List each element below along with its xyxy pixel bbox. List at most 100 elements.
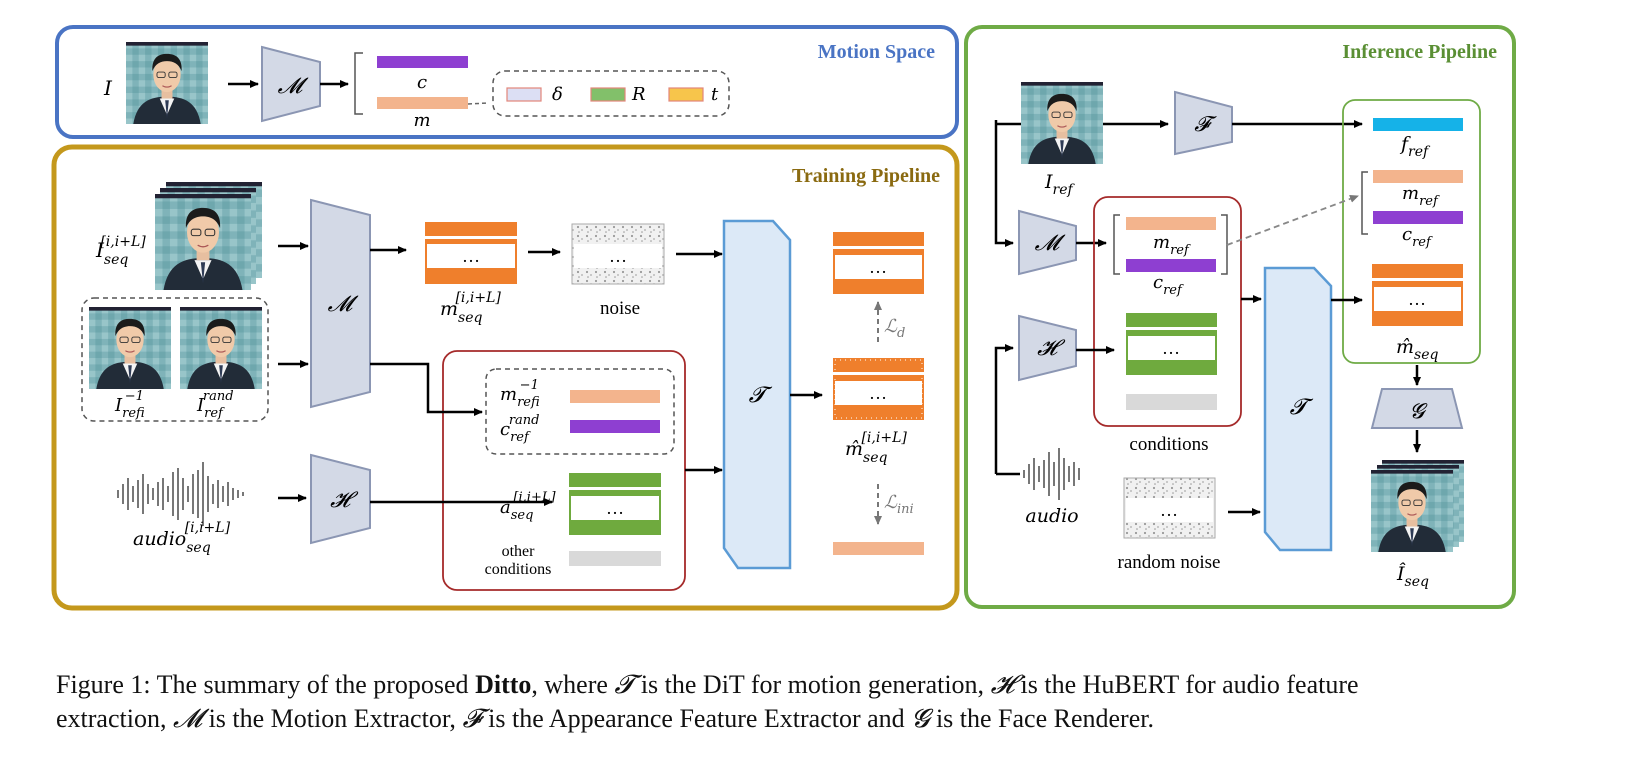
f-ref-bar (1373, 118, 1463, 131)
motion-space-border (55, 25, 959, 139)
r-label: R (631, 84, 646, 105)
m-ref-prev-label: mrefi−1 (500, 378, 540, 410)
m-seq-label: mseq[i,i+L] (440, 290, 501, 326)
bracket-motion-codes (354, 52, 363, 115)
inference-conditions-box (1093, 196, 1242, 427)
t-chip (668, 87, 704, 102)
audio-label: audio (1025, 505, 1078, 527)
motion-space-title: Motion Space (818, 41, 935, 63)
training-audio-waveform (117, 462, 244, 526)
m-label: m (413, 110, 430, 131)
caption-text-7: is the Face Renderer. (929, 704, 1154, 733)
ihat-seq-label: Îseq (1396, 562, 1429, 590)
random-noise-label: random noise (1118, 552, 1221, 573)
c-bar (377, 56, 468, 68)
arrow-ref-to-m-inference (994, 120, 1014, 247)
svg-text:…: … (1162, 338, 1180, 358)
inference-audio-feature-block: … (1126, 313, 1217, 375)
appearance-extractor-block (1174, 90, 1233, 156)
training-hubert-block (310, 453, 371, 545)
training-border (51, 144, 960, 611)
inference-hubert-block (1018, 314, 1077, 382)
cond-c-ref-label: cref (1153, 272, 1184, 298)
inference-ref-face (1021, 82, 1103, 164)
caption-symbol-t: 𝓣 (614, 670, 635, 700)
i-ref-rand-label: Irefrand (196, 389, 234, 421)
svg-text:…: … (1408, 289, 1426, 309)
c-ref-rand-label: crefrand (500, 413, 540, 445)
caption-symbol-h: 𝓗 (990, 670, 1015, 700)
other-conditions-bar (569, 551, 661, 566)
other-conditions-label-1: other (502, 543, 536, 560)
ref-motion-conditions-box (485, 368, 675, 455)
c-label: c (417, 72, 427, 93)
caption-text-6: is the Appearance Feature Extractor and (481, 704, 912, 733)
g-symbol: 𝓖 (1410, 399, 1428, 423)
bracket-inference-refs (1361, 171, 1368, 235)
inference-c-ref-label: cref (1402, 224, 1433, 250)
training-frame-stack (154, 182, 262, 290)
i-ref-label: Iref (1044, 171, 1075, 198)
cond-m-ref-bar (1126, 217, 1216, 230)
inference-m-ref-bar (1373, 170, 1463, 183)
caption-symbol-g: 𝓖 (911, 704, 930, 734)
loss-d-label: ℒd (884, 316, 905, 341)
svg-text:…: … (606, 498, 624, 518)
caption-text-2: is the DiT for motion generation, (634, 670, 991, 699)
motion-extractor-block (261, 45, 321, 123)
training-dit-block (722, 219, 792, 570)
c-ref-rand-bar (570, 420, 660, 433)
svg-text:…: … (869, 257, 887, 277)
training-motion-extractor (310, 198, 371, 409)
inference-title: Inference Pipeline (1342, 41, 1497, 63)
inference-motion-extractor (1018, 209, 1077, 276)
input-face-image (126, 42, 208, 124)
training-pipeline-panel: Training Pipeline Iseq[i,i+L] Irefi−1 Ir… (51, 144, 960, 611)
output-frame-stack (1371, 460, 1464, 552)
t-label: t (711, 84, 719, 105)
predicted-m-seq-block: … (833, 358, 924, 420)
noise-label: noise (600, 298, 640, 319)
noise-block: … (571, 223, 665, 285)
caption-model-name: Ditto (475, 670, 532, 699)
inference-audio-waveform (1023, 448, 1080, 500)
inference-m-ref-label: mref (1402, 183, 1440, 209)
inference-dit-block (1263, 266, 1333, 552)
inference-c-ref-bar (1373, 211, 1463, 224)
other-conditions-label-2: conditions (485, 561, 552, 578)
loss-ini-label: ℒini (884, 492, 914, 517)
caption-symbol-f: 𝓕 (462, 704, 482, 734)
cond-m-ref-label: mref (1153, 232, 1191, 258)
i-seq-label: Iseq[i,i+L] (95, 234, 146, 268)
ref-prev-face (89, 307, 171, 389)
caption-symbol-m: 𝓜 (172, 704, 203, 734)
conditions-label: conditions (1129, 434, 1208, 455)
caption-text-5: is the Motion Extractor, (202, 704, 463, 733)
stack-frame-front (154, 194, 252, 290)
reference-frames-box (81, 297, 269, 422)
r-chip (590, 87, 626, 102)
inference-pipeline-panel: Inference Pipeline Iref 𝓕 fref mref cref… (964, 25, 1516, 609)
training-title: Training Pipeline (792, 165, 940, 187)
random-noise-block: … (1123, 477, 1216, 539)
caption-text-4: extraction, (56, 704, 173, 733)
audio-seq-label: audioseq[i,i+L] (133, 520, 231, 556)
ref-codes-to-output-link (1226, 195, 1359, 246)
a-seq-label: aseq[i,i+L] (500, 490, 556, 523)
m-bar (377, 97, 468, 109)
svg-text:…: … (609, 246, 627, 266)
m-ref-prev-bar (570, 390, 660, 403)
initial-motion-bar (833, 542, 924, 555)
delta-chip (506, 87, 542, 102)
f-ref-label: fref (1399, 133, 1431, 160)
a-seq-block: … (569, 473, 661, 535)
m-seq-block: … (425, 222, 517, 284)
inference-other-conditions-bar (1126, 394, 1217, 410)
arrow-audio-to-h-inference (994, 344, 1014, 474)
delta-label: δ (552, 84, 563, 105)
caption-text-1: , where (531, 670, 615, 699)
svg-text:…: … (1160, 500, 1178, 520)
caption-text-3: is the HuBERT for audio feature (1014, 670, 1359, 699)
motion-space-panel: Motion Space I 𝓜 c m δ R t (55, 25, 959, 139)
output-frame-front (1371, 470, 1453, 552)
